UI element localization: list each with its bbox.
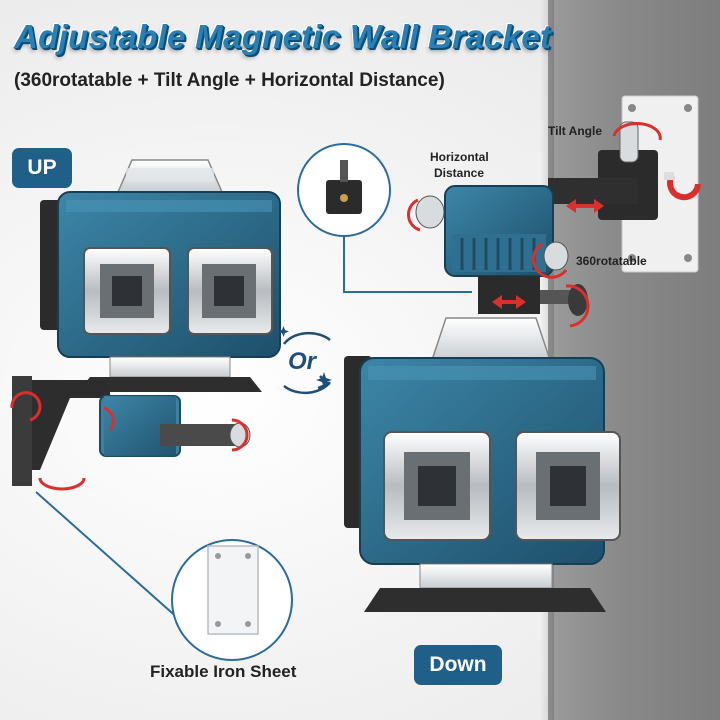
horizontal-distance-callout — [297, 143, 472, 293]
rotation-arrows-left — [10, 391, 249, 491]
down-badge: Down — [414, 645, 502, 685]
page-subtitle: (360rotatable + Tilt Angle + Horizontal … — [14, 70, 445, 91]
iron-sheet-label: Fixable Iron Sheet — [150, 662, 297, 681]
sparkle-icon — [278, 326, 289, 337]
rotatable-label: 360rotatable — [576, 254, 647, 268]
page-title: Adjustable Magnetic Wall Bracket — [14, 18, 552, 55]
wall-bracket-right — [548, 95, 701, 273]
or-label: Or — [288, 348, 317, 375]
laser-level-down — [344, 185, 621, 612]
up-badge: UP — [12, 148, 72, 188]
adjustment-arrows-right — [492, 199, 604, 309]
sparkle-icon — [316, 372, 332, 388]
tilt-angle-label: Tilt Angle — [548, 124, 602, 138]
horizontal-distance-label-line2: Distance — [434, 166, 485, 180]
rotation-arrows-right — [407, 122, 662, 328]
magnet-icon — [664, 172, 701, 201]
wall-bracket-up — [12, 376, 251, 486]
laser-level-up — [40, 159, 281, 392]
iron-sheet-callout — [35, 491, 293, 661]
horizontal-distance-label-line1: Horizontal — [430, 150, 489, 164]
